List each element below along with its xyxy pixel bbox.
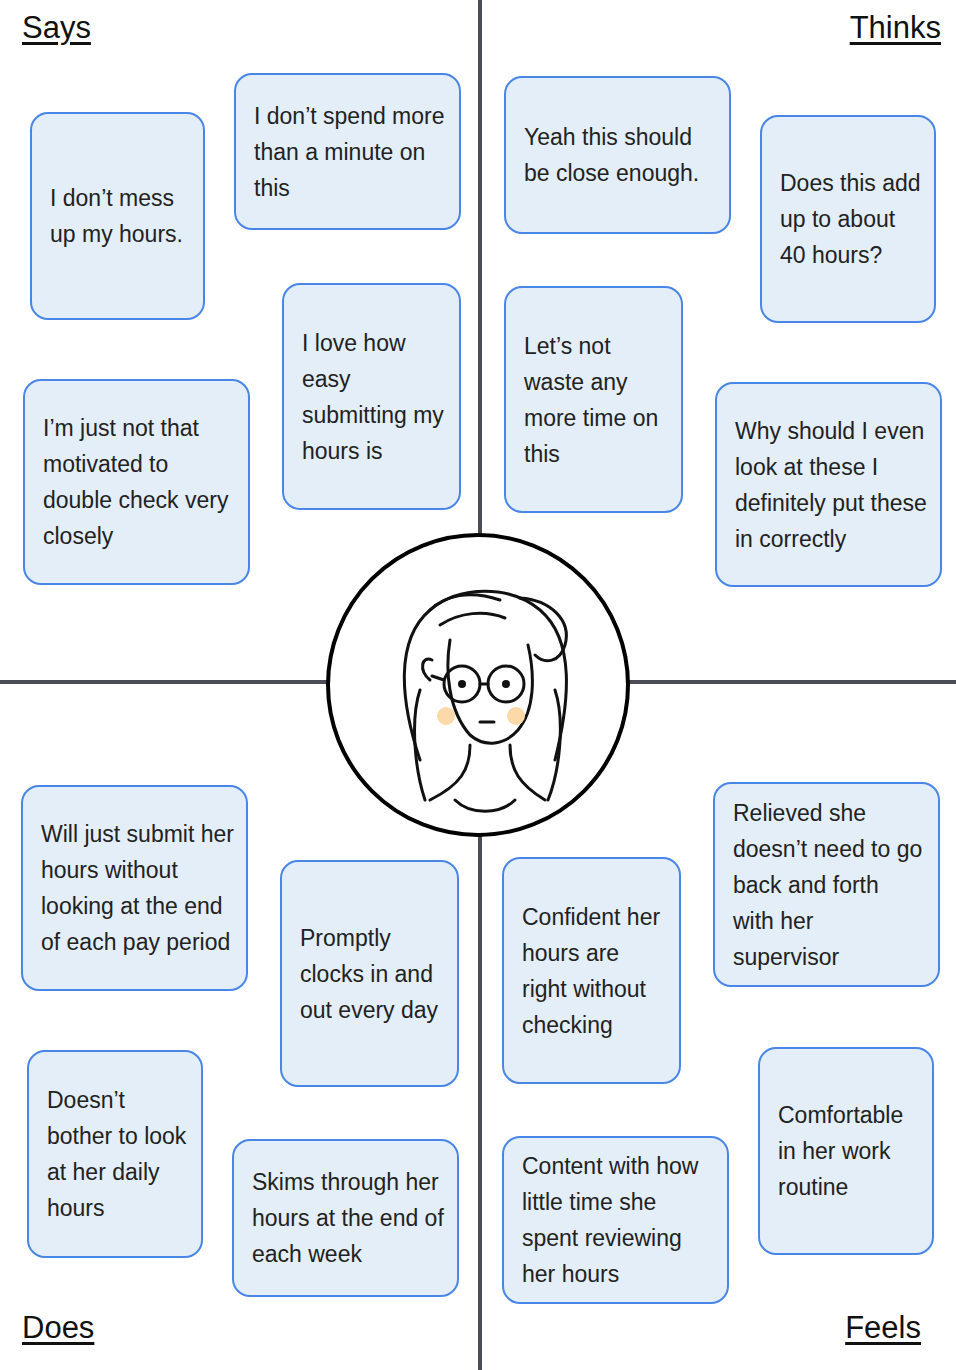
persona-cheek (507, 707, 525, 725)
sticky-note: Will just submit her hours without looki… (21, 785, 248, 991)
sticky-note: Does this add up to about 40 hours? (760, 115, 936, 323)
sticky-note: Comfortable in her work routine (758, 1047, 934, 1255)
sticky-note: I love how easy submitting my hours is (282, 283, 461, 510)
sticky-note: I don’t spend more than a minute on this (234, 73, 461, 230)
note-text: Does this add up to about 40 hours? (780, 165, 922, 273)
note-text: Let’s not waste any more time on this (524, 328, 669, 472)
persona-illustration (404, 591, 566, 811)
note-text: Doesn’t bother to look at her daily hour… (47, 1082, 189, 1226)
sticky-note: Let’s not waste any more time on this (504, 286, 683, 513)
sticky-note: Why should I even look at these I defini… (715, 382, 942, 587)
note-text: Will just submit her hours without looki… (41, 816, 234, 960)
note-text: I love how easy submitting my hours is (302, 325, 447, 469)
sticky-note: I’m just not that motivated to double ch… (23, 379, 250, 585)
note-text: Relieved she doesn’t need to go back and… (733, 795, 926, 975)
quadrant-heading: Feels (845, 1310, 921, 1346)
persona-circle (328, 535, 628, 835)
note-text: Yeah this should be close enough. (524, 119, 717, 191)
sticky-note: Yeah this should be close enough. (504, 76, 731, 234)
sticky-note: Content with how little time she spent r… (502, 1136, 729, 1304)
persona-eye (502, 680, 510, 688)
note-text: I’m just not that motivated to double ch… (43, 410, 236, 554)
sticky-note: I don’t mess up my hours. (30, 112, 205, 320)
note-text: Confident her hours are right without ch… (522, 899, 667, 1043)
quadrant-heading: Does (22, 1310, 94, 1346)
persona-eye (458, 680, 466, 688)
quadrant-heading: Says (22, 10, 91, 46)
note-text: I don’t mess up my hours. (50, 180, 191, 252)
note-text: Skims through her hours at the end of ea… (252, 1164, 445, 1272)
note-text: Content with how little time she spent r… (522, 1148, 715, 1292)
sticky-note: Relieved she doesn’t need to go back and… (713, 782, 940, 987)
note-text: Promptly clocks in and out every day (300, 920, 445, 1028)
sticky-note: Doesn’t bother to look at her daily hour… (27, 1050, 203, 1258)
note-text: Why should I even look at these I defini… (735, 413, 928, 557)
persona-cheek (437, 707, 455, 725)
note-text: I don’t spend more than a minute on this (254, 98, 447, 206)
sticky-note: Skims through her hours at the end of ea… (232, 1139, 459, 1297)
sticky-note: Promptly clocks in and out every day (280, 860, 459, 1087)
quadrant-heading: Thinks (850, 10, 941, 46)
sticky-note: Confident her hours are right without ch… (502, 857, 681, 1084)
note-text: Comfortable in her work routine (778, 1097, 920, 1205)
